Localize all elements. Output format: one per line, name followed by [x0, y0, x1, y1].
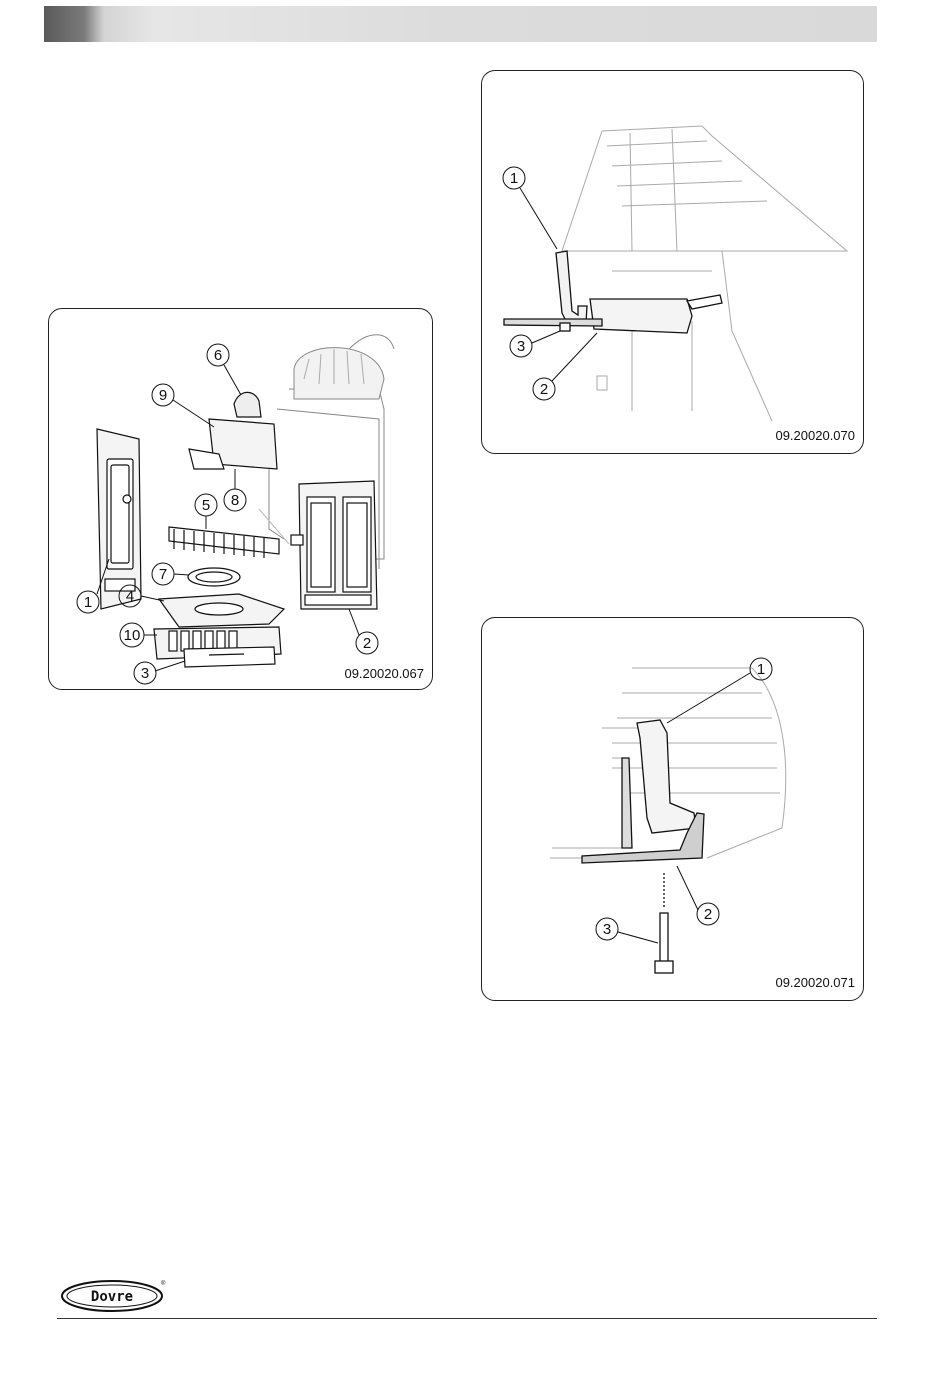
logo-text: Dovre	[91, 1289, 133, 1305]
callout-label-3: 3	[603, 921, 611, 938]
registered-mark: ®	[161, 1280, 166, 1287]
callout-label-8: 8	[231, 492, 239, 509]
callout-label-1: 1	[84, 594, 92, 611]
callout-label-3: 3	[141, 665, 149, 682]
cross-section-a-drawing: 1 2 3	[482, 71, 863, 453]
callout-label-6: 6	[214, 347, 222, 364]
callout-label-1: 1	[510, 170, 518, 187]
dovre-logo: Dovre ®	[60, 1278, 166, 1314]
figure-code: 09.20020.070	[775, 428, 855, 443]
cross-section-b-drawing: 1 2 3	[482, 618, 863, 1000]
callout-label-1: 1	[757, 661, 765, 678]
figure-exploded-stove: 1 2 3 4 5 6 7 8 9 10 09.20020.067	[48, 308, 433, 690]
callout-label-2: 2	[540, 381, 548, 398]
header-bar	[44, 6, 877, 42]
footer-rule	[57, 1318, 877, 1319]
exploded-stove-drawing: 1 2 3 4 5 6 7 8 9 10	[49, 309, 432, 689]
figure-code: 09.20020.067	[344, 666, 424, 681]
callout-label-9: 9	[159, 387, 167, 404]
callout-label-2: 2	[363, 635, 371, 652]
callout-label-2: 2	[704, 906, 712, 923]
callout-label-5: 5	[202, 497, 210, 514]
callout-label-3: 3	[517, 338, 525, 355]
callout-label-4: 4	[126, 588, 134, 605]
figure-code: 09.20020.071	[775, 975, 855, 990]
figure-cross-section-a: 1 2 3 09.20020.070	[481, 70, 864, 454]
figure-cross-section-b: 1 2 3 09.20020.071	[481, 617, 864, 1001]
callout-label-7: 7	[159, 566, 167, 583]
callout-label-10: 10	[124, 627, 141, 644]
